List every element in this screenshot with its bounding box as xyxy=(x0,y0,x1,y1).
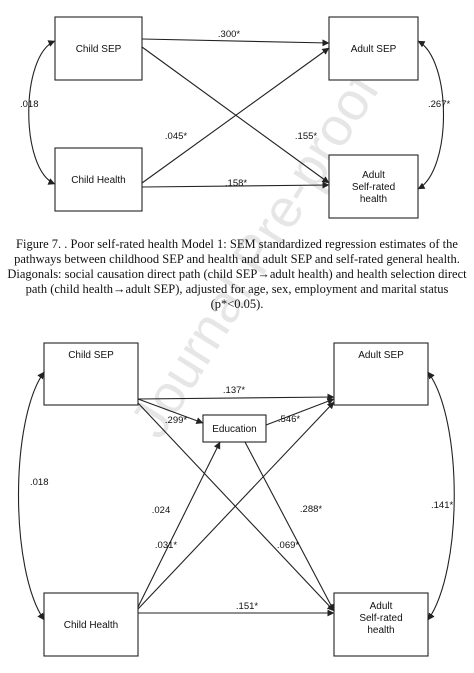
path-child-sep-to-adult-sep xyxy=(137,393,335,401)
path-child-sep-to-adult-health xyxy=(137,402,335,612)
node-adult-self-rated-health-box xyxy=(333,592,429,657)
node-adult-self-rated-health-label: health xyxy=(367,625,394,636)
path-child-health-to-adult-sep xyxy=(141,47,330,184)
caption-line-3: Diagonals: social causation direct path … xyxy=(7,267,467,281)
caption-line-1: Figure 7. . Poor self-rated health Model… xyxy=(16,237,458,251)
path-education-to-adult-sep xyxy=(265,398,335,426)
node-education-box xyxy=(202,414,267,443)
node-adult-sep: Adult SEP xyxy=(333,342,429,406)
coef-child-health-adult-sep: .045* xyxy=(165,131,187,142)
node-adult-sep-box xyxy=(328,16,419,81)
node-child-health: Child Health xyxy=(43,592,139,657)
node-child-health-label: Child Health xyxy=(71,175,125,186)
node-adult-sep-label: Adult SEP xyxy=(358,350,404,361)
coef-education-adult-health: .288* xyxy=(300,504,322,515)
coef-adult-sep-adult-health: .267* xyxy=(428,99,450,110)
node-child-health-box xyxy=(54,147,143,212)
path-child-health-to-education xyxy=(137,441,221,608)
path-child-sep-child-health-correlation xyxy=(18,371,45,621)
path-child-health-to-adult-sep xyxy=(137,401,335,610)
path-adult-sep-adult-health-correlation xyxy=(417,40,445,190)
node-child-health: Child Health xyxy=(54,147,143,212)
node-adult-self-rated-health-box xyxy=(328,154,419,219)
node-child-sep: Child SEP xyxy=(54,16,143,81)
coef-child-sep-adult-health: .155* xyxy=(295,131,317,142)
node-adult-self-rated-health-label: health xyxy=(360,194,387,205)
coef-child-sep-child-health: .018 xyxy=(30,477,49,488)
path-child-sep-child-health-correlation xyxy=(28,40,56,185)
figure-caption: Figure 7. . Poor self-rated health Model… xyxy=(0,237,474,312)
path-child-health-to-adult-health xyxy=(141,181,330,189)
path-child-sep-to-education xyxy=(137,398,204,424)
coef-child-sep-education: .299* xyxy=(165,415,187,426)
node-adult-sep-label: Adult SEP xyxy=(351,44,397,55)
node-adult-self-rated-health-label: Adult xyxy=(362,170,385,181)
coef-child-health-adult-sep: .031* xyxy=(155,540,177,551)
path-adult-sep-adult-health-correlation xyxy=(427,371,455,621)
node-education-label: Education xyxy=(212,424,256,435)
node-adult-sep: Adult SEP xyxy=(328,16,419,81)
coef-adult-sep-adult-health: .141* xyxy=(431,500,453,511)
coef-child-health-education: .024 xyxy=(152,505,171,516)
coef-child-health-adult-health: .151* xyxy=(236,601,258,612)
node-adult-self-rated-health-label: Self-rated xyxy=(359,613,402,624)
path-education-to-adult-health xyxy=(244,441,335,612)
coef-child-sep-child-health: .018 xyxy=(20,99,39,110)
node-child-sep: Child SEP xyxy=(43,342,139,406)
coef-child-sep-adult-sep: .137* xyxy=(223,385,245,396)
node-child-health-label: Child Health xyxy=(64,620,118,631)
path-child-sep-to-adult-sep xyxy=(141,38,330,47)
caption-line-2: pathways between childhood SEP and healt… xyxy=(14,252,460,266)
node-child-sep-box xyxy=(54,16,143,81)
node-education: Education xyxy=(202,414,267,443)
caption-line-4: path (child health→adult SEP), adjusted … xyxy=(25,282,449,296)
node-child-sep-label: Child SEP xyxy=(68,350,114,361)
node-child-sep-label: Child SEP xyxy=(76,44,122,55)
coef-child-sep-adult-health: .069* xyxy=(277,540,299,551)
coef-child-health-adult-health: .158* xyxy=(225,178,247,189)
node-adult-self-rated-health-label: Self-rated xyxy=(352,182,395,193)
caption-line-5: (p*<0.05). xyxy=(210,297,264,311)
coef-education-adult-sep: .546* xyxy=(278,414,300,425)
node-child-health-box xyxy=(43,592,139,657)
coef-child-sep-adult-sep: .300* xyxy=(218,29,240,40)
node-adult-self-rated-health-label: Adult xyxy=(370,601,393,612)
figure-1-diagram: Child SEP Child Health Adult SEP AdultSelf-… xyxy=(20,16,450,219)
